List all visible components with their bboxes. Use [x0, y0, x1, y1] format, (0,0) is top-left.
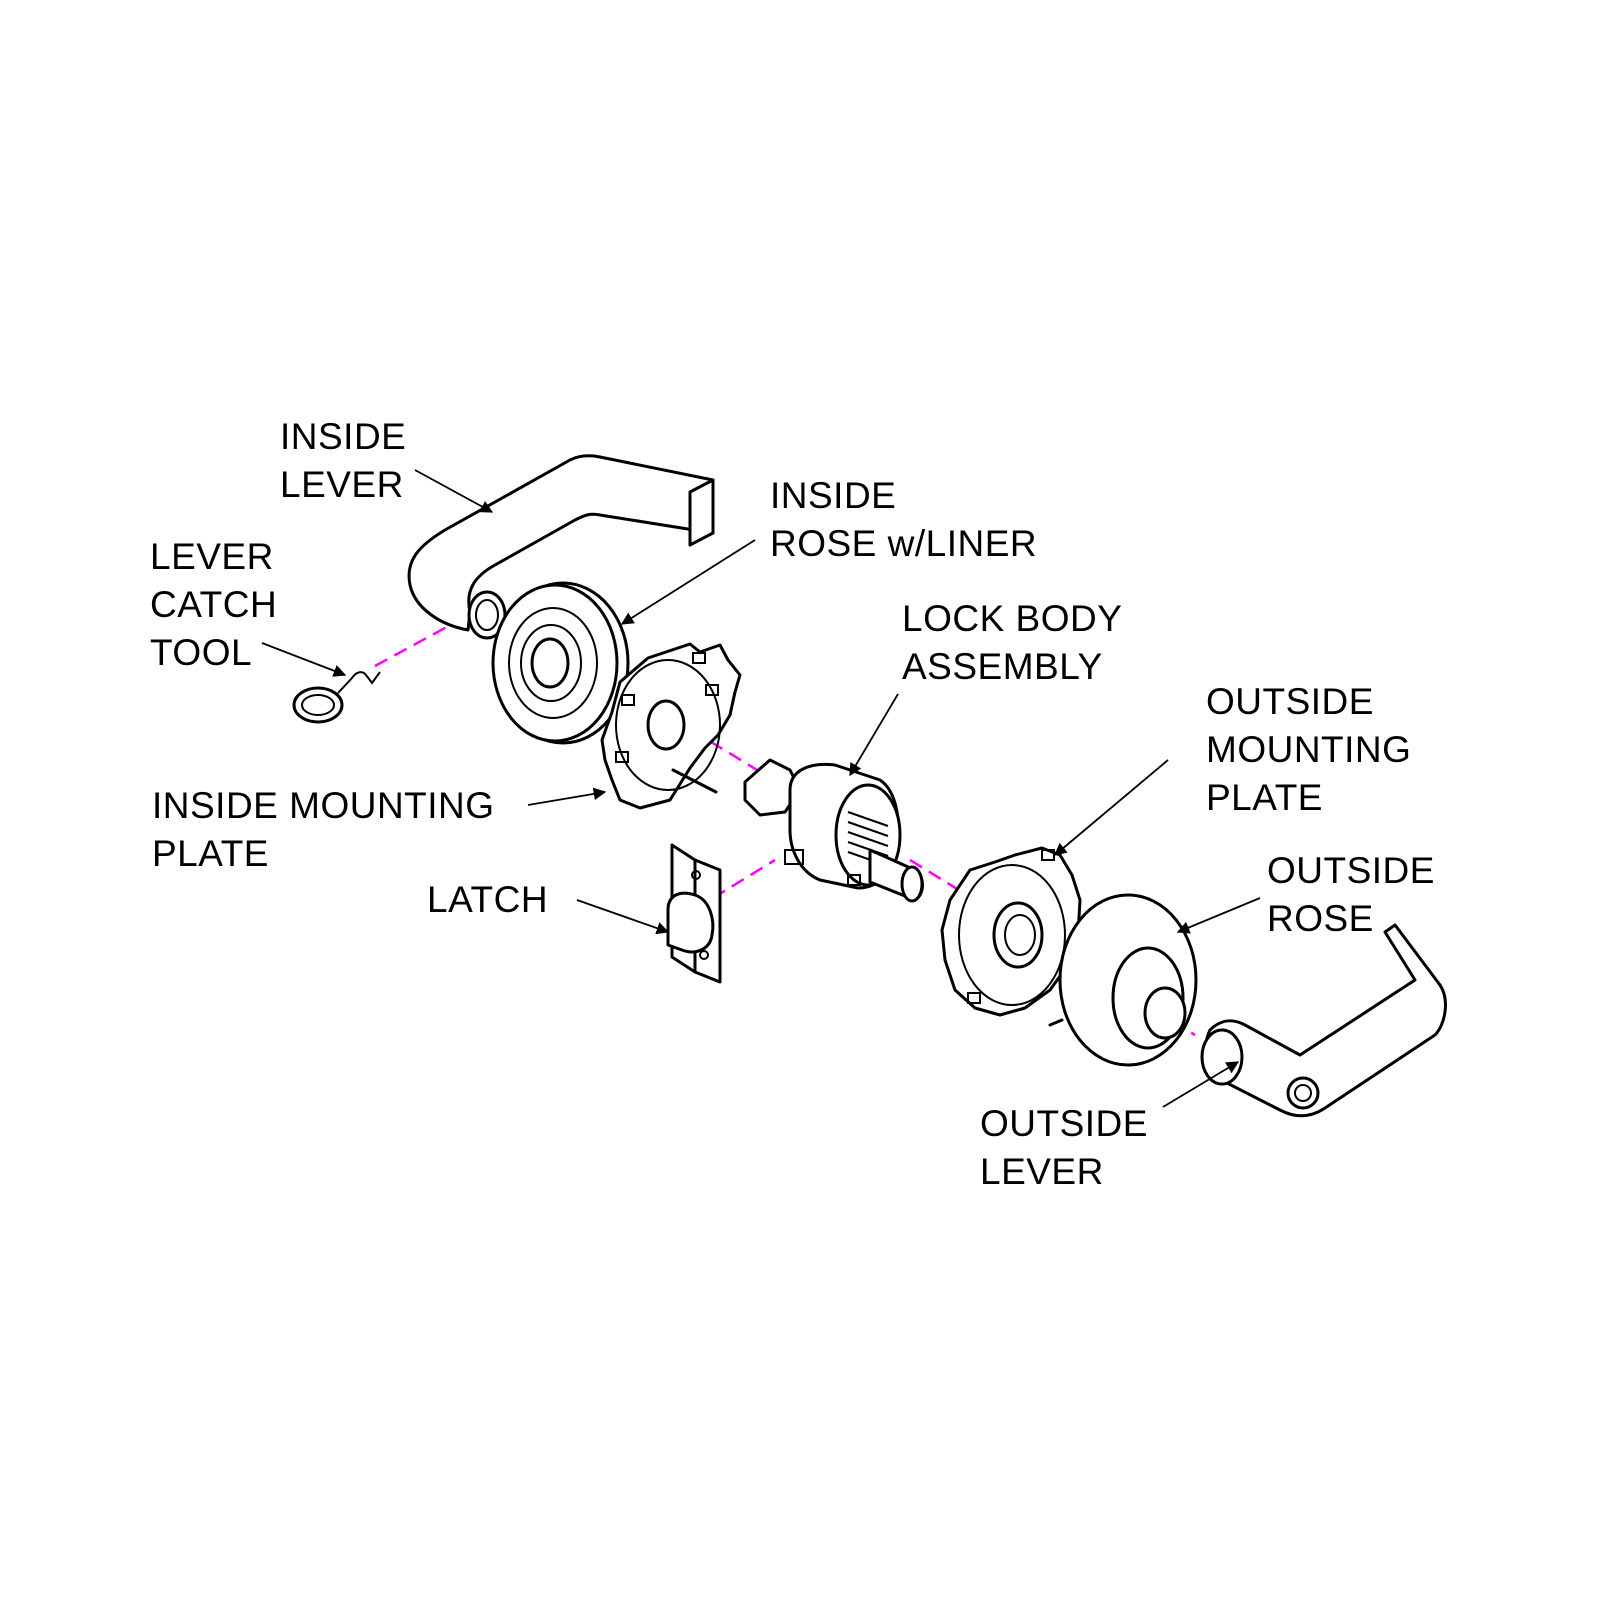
leader-inside-rose: [620, 539, 756, 625]
lever-catch-tool: [292, 671, 381, 724]
label-inside-rose: INSIDE ROSE w/LINER: [770, 475, 1038, 564]
label-lock-body: LOCK BODY ASSEMBLY: [902, 598, 1123, 687]
leader-lock-body: [849, 693, 899, 777]
label-outside-mounting-plate: OUTSIDE MOUNTING PLATE: [1206, 681, 1412, 818]
label-latch: LATCH: [427, 879, 549, 920]
leader-inside-lever: [414, 469, 494, 513]
label-lever-catch-tool: LEVER CATCH TOOL: [150, 536, 278, 673]
label-outside-rose: OUTSIDE ROSE: [1267, 850, 1435, 939]
latch: [666, 843, 722, 984]
leader-latch: [576, 899, 670, 935]
leader-outside-rose: [1176, 897, 1261, 934]
label-inside-lever: INSIDE LEVER: [280, 416, 407, 505]
leader-lines: [261, 469, 1261, 1108]
leader-outside-mounting-plate: [1054, 759, 1169, 856]
outside-rose: [1048, 893, 1198, 1067]
label-outside-lever: OUTSIDE LEVER: [980, 1103, 1148, 1192]
label-inside-mounting-plate: INSIDE MOUNTING PLATE: [152, 785, 495, 874]
leader-outside-lever: [1162, 1061, 1240, 1108]
leader-lever-catch-tool: [261, 642, 347, 677]
inside-lever: [407, 454, 715, 640]
inside-mounting-plate: [600, 642, 742, 810]
inside-rose: [491, 581, 630, 745]
lock-body-assembly: [743, 758, 924, 903]
leader-inside-mounting-plate: [527, 787, 607, 806]
outside-lever: [1200, 923, 1447, 1118]
